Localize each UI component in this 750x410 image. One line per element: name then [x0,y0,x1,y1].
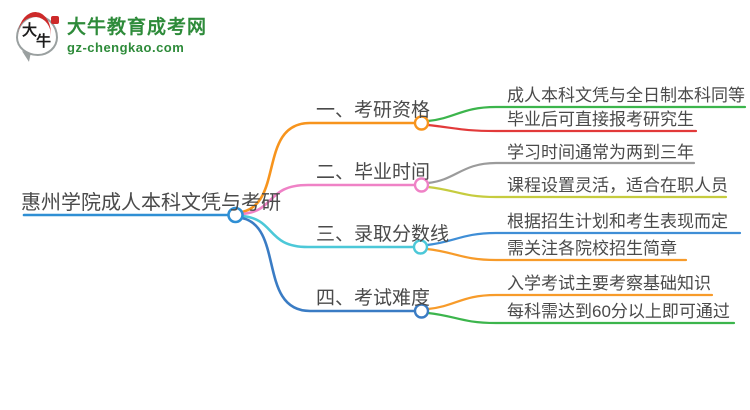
leaf-3a-connector [425,231,742,247]
leaf-4b-label: 每科需达到60分以上即可通过 [507,302,730,321]
branch-3-node-circle [412,239,429,255]
leaf-1a-label: 成人本科文凭与全日制本科同等 [507,86,745,105]
branch-1-connector [240,121,417,214]
branch-3-connector [240,214,416,249]
logo-bubble-icon: 大 牛 [16,10,59,56]
branch-2-connector [240,183,417,216]
central-node-circle [227,206,244,224]
leaf-2a-connector [426,161,696,185]
central-topic: 惠州学院成人本科文凭与考研 [21,192,281,214]
branch-4-connector [240,216,417,313]
leaf-4a-label: 入学考试主要考察基础知识 [507,274,711,293]
branch-3-label: 三、录取分数线 [316,224,450,245]
leaf-4b-connector [426,311,736,325]
branch-4-node-circle [413,303,430,319]
logo-domain: gz-chengkao.com [67,39,185,55]
leaf-3a-label: 根据招生计划和考生表现而定 [507,212,728,231]
logo-seal-icon [51,16,59,24]
leaf-2b-label: 课程设置灵活，适合在职人员 [507,176,728,195]
logo-char-2: 牛 [35,33,51,50]
branch-2-node-circle [413,177,430,193]
leaf-2b-connector [426,185,728,199]
leaf-1a-connector [426,105,747,123]
branch-4-label: 四、考试难度 [316,288,431,309]
site-logo[interactable]: 大 牛 大牛教育成考网 gz-chengkao.com [16,10,207,56]
branch-1-node-circle [413,115,430,131]
leaf-3b-label: 需关注各院校招生简章 [507,239,677,258]
leaf-3b-connector [425,247,688,262]
leaf-1b-connector [426,123,698,133]
leaf-4a-connector [426,293,714,311]
branch-1-label: 一、考研资格 [316,100,431,121]
logo-char-1: 大 [22,22,38,39]
logo-title: 大牛教育成考网 [67,16,208,38]
branch-2-label: 二、毕业时间 [316,162,431,183]
logo-text: 大牛教育成考网 gz-chengkao.com [67,18,207,54]
leaf-1b-label: 毕业后可直接报考研究生 [507,110,694,129]
leaf-2a-label: 学习时间通常为两到三年 [507,143,694,162]
